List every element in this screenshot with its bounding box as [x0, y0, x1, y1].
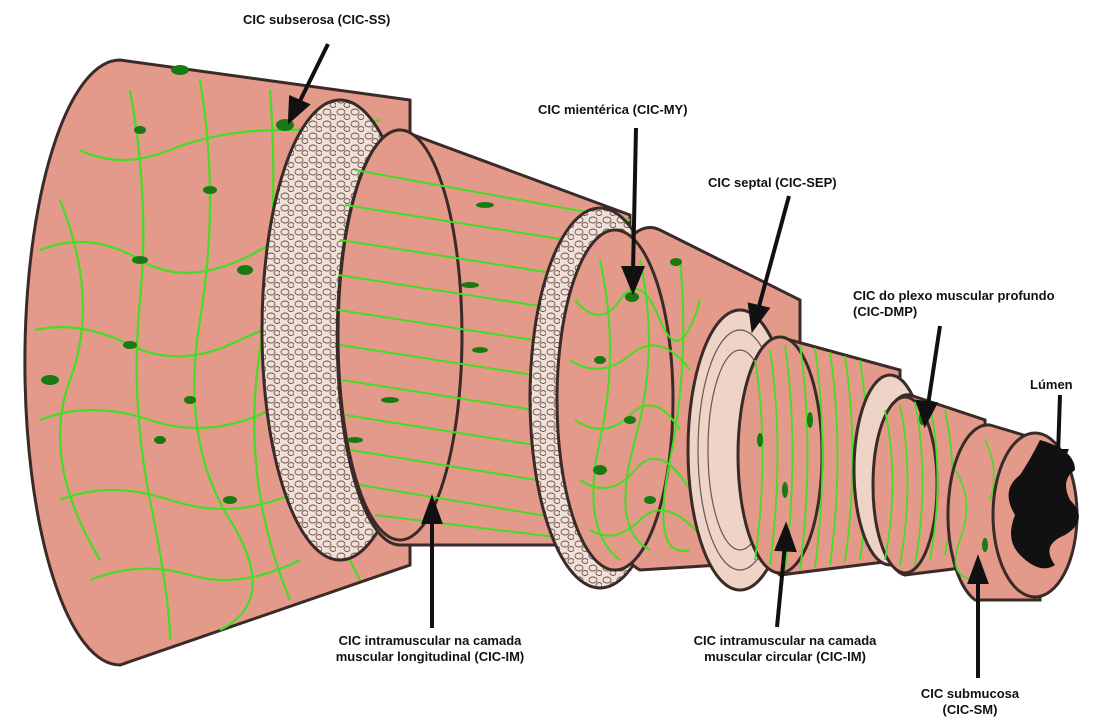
label-cic-sm: CIC submucosa (CIC-SM)	[900, 686, 1040, 718]
label-cic-dmp: CIC do plexo muscular profundo (CIC-DMP)	[853, 288, 1055, 320]
arrow-lumen	[1058, 395, 1060, 455]
label-cic-im-long: CIC intramuscular na camada muscular lon…	[310, 633, 550, 665]
label-cic-ss: CIC subserosa (CIC-SS)	[243, 12, 390, 28]
label-cic-my: CIC mientérica (CIC-MY)	[538, 102, 688, 118]
label-lumen: Lúmen	[1030, 377, 1073, 393]
label-cic-im-circ: CIC intramuscular na camada muscular cir…	[665, 633, 905, 665]
arrow-cic-dmp	[928, 326, 940, 405]
label-cic-sep: CIC septal (CIC-SEP)	[708, 175, 837, 191]
